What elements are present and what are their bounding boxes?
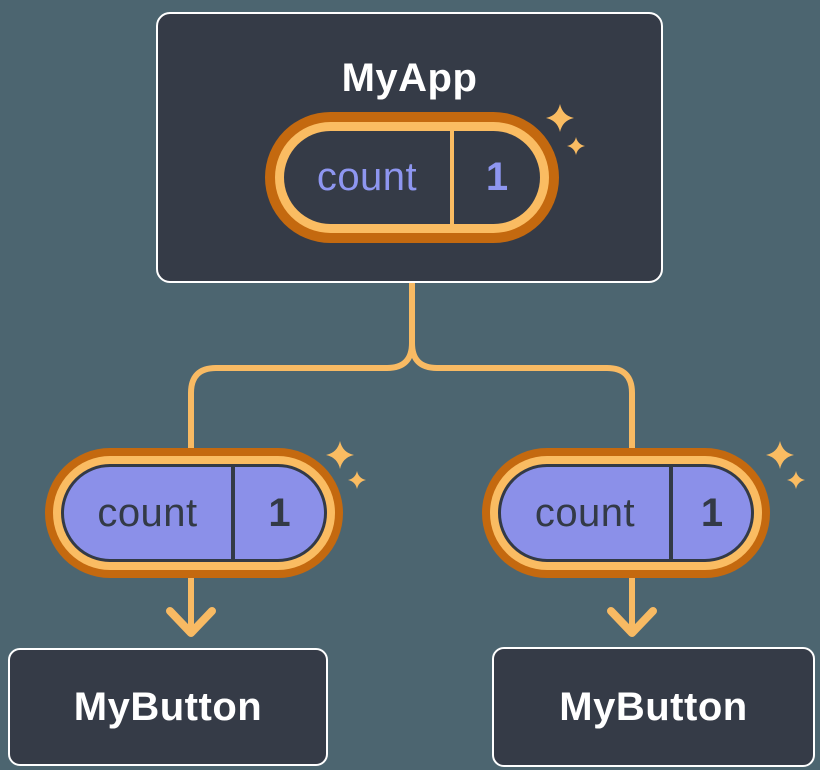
arrow-down-icon [166, 607, 216, 637]
state-label: count [316, 155, 418, 199]
state-value: 1 [485, 155, 509, 199]
props-pill-body: count 1 [61, 464, 327, 562]
state-pill-body: count 1 [284, 131, 540, 224]
myapp-title: MyApp [341, 56, 478, 100]
sparkle-icon [766, 441, 805, 489]
arrow-down-icon [607, 607, 657, 637]
mybutton-title: MyButton [559, 684, 748, 729]
props-pill-right: count 1 [482, 448, 770, 578]
state-pill-ring: count 1 [275, 122, 549, 233]
prop-label: count [534, 490, 636, 535]
props-pill-left: count 1 [45, 448, 343, 578]
mybutton-node-right: MyButton [492, 647, 815, 767]
prop-label: count [97, 490, 198, 535]
prop-value: 1 [700, 490, 724, 535]
state-pill: count 1 [265, 112, 559, 243]
pill-divider [669, 467, 673, 559]
mybutton-node-left: MyButton [8, 648, 328, 766]
props-pill-ring: count 1 [53, 456, 335, 570]
pill-divider [450, 131, 454, 224]
mybutton-title: MyButton [73, 684, 263, 729]
props-pill-body: count 1 [498, 464, 754, 562]
prop-value: 1 [268, 490, 291, 535]
props-pill-ring: count 1 [490, 456, 762, 570]
